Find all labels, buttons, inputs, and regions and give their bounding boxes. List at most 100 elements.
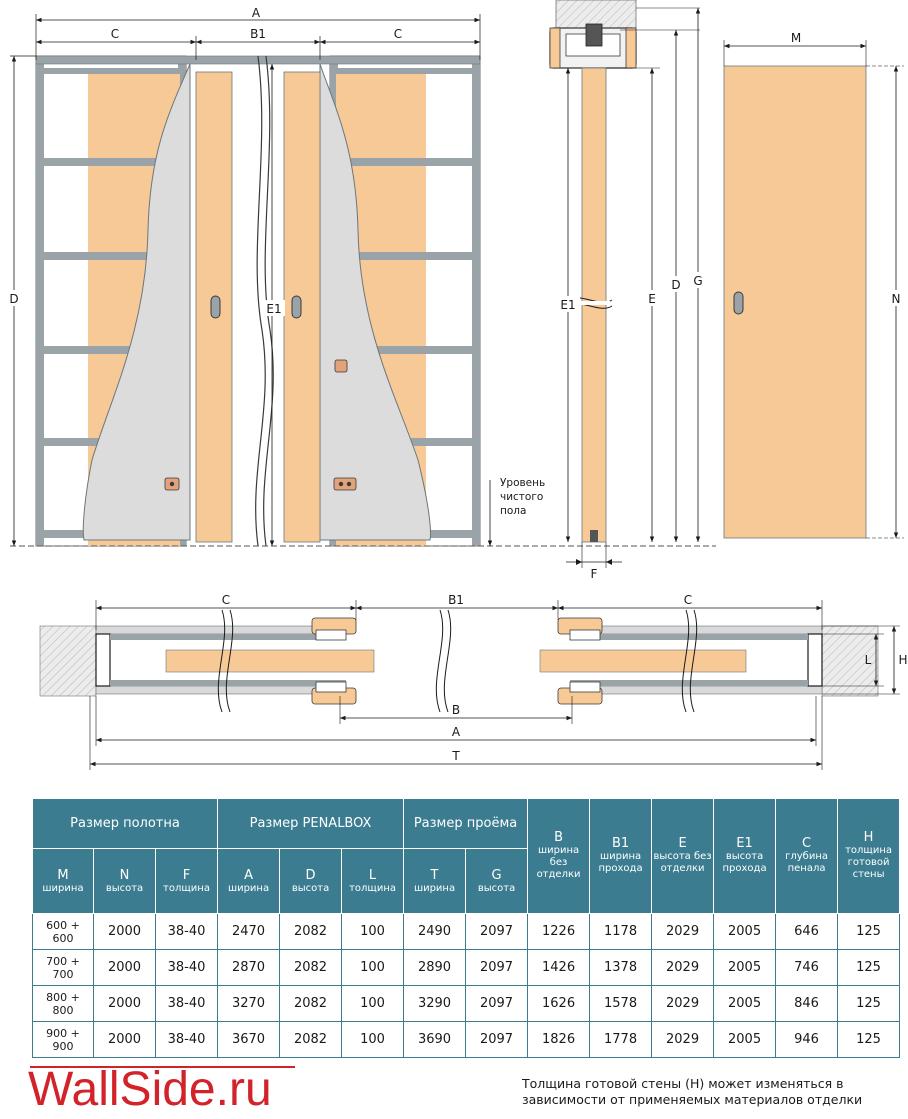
cell-f: 38-40 [154,1021,219,1058]
cell-f: 38-40 [154,985,219,1022]
cell-m: 900 +900 [32,1021,94,1058]
cell-h: 125 [837,985,901,1022]
dim-d-label: D [9,292,18,306]
cell-t: 3690 [403,1021,467,1058]
floor-note-line-1: Уровень [500,477,545,489]
cell-e: 2029 [651,985,715,1022]
leaf-handle-right [291,295,302,319]
door-leaf-right [283,71,321,543]
front-view: A C B1 C D E1 Уровень чистого пола [7,6,716,547]
cell-g: 2097 [465,913,529,950]
cell-d: 2082 [279,949,343,986]
hardware-bracket-1 [334,359,348,373]
cell-e1: 2005 [713,1021,777,1058]
cell-a: 3270 [217,985,281,1022]
dim-g-side-label: G [693,274,702,288]
technical-drawing: A C B1 C D E1 Уровень чистого пола [7,0,908,770]
cell-e1: 2005 [713,913,777,950]
cell-m: 600 +600 [32,913,94,950]
cell-l: 100 [341,913,405,950]
dim-m-label: M [791,31,801,45]
hardware-bracket-3 [333,477,357,491]
plan-a-label: A [452,725,461,739]
plan-t-label: T [451,749,460,763]
cell-l: 100 [341,949,405,986]
plan-h-label: H [898,653,907,667]
cell-f: 38-40 [154,913,219,950]
dim-e-side-label: E [648,292,656,306]
cell-e1: 2005 [713,985,777,1022]
door-leaf-left [195,71,233,543]
cell-t: 3290 [403,985,467,1022]
cell-b1: 1378 [589,949,653,986]
cell-c: 946 [775,1021,839,1058]
break-line-1 [255,55,266,547]
table-row: 600 +600 2000 38-40 2470 2082 100 2490 2… [32,913,901,950]
cell-b1: 1778 [589,1021,653,1058]
dimensions-table: Размер полотна Размер PENALBOX Размер пр… [31,798,901,1058]
cell-h: 125 [837,913,901,950]
cell-n: 2000 [93,913,156,950]
header-penalbox-size: Размер PENALBOX [217,798,405,849]
cell-h: 125 [837,949,901,986]
cell-a: 2470 [217,913,281,950]
plan-c-right-label: C [684,593,692,607]
cell-f: 38-40 [154,949,219,986]
cell-t: 2890 [403,949,467,986]
plan-b-label: B [452,703,460,717]
header-opening-size: Размер проёма [403,798,529,849]
cell-b: 1626 [527,985,591,1022]
table-row: 900 +900 2000 38-40 3670 2082 100 3690 2… [32,1021,901,1058]
cell-d: 2082 [279,985,343,1022]
cell-a: 2870 [217,949,281,986]
cell-g: 2097 [465,1021,529,1058]
cell-m: 800 +800 [32,985,94,1022]
leaf-handle-left [210,295,221,319]
dim-e1-label: E1 [266,302,281,316]
dim-c-left-label: C [111,27,119,41]
plan-leaf-right [539,649,747,673]
side-section: E1 E D G F [549,0,706,581]
cell-n: 2000 [93,985,156,1022]
plan-leaf-left [165,649,375,673]
plan-l-label: L [865,653,872,667]
header-leaf-size: Размер полотна [31,798,219,849]
panel-handle [733,291,744,315]
plan-b1-label: B1 [448,593,464,607]
hardware-bracket-2 [164,477,180,491]
cell-b: 1826 [527,1021,591,1058]
cell-b: 1426 [527,949,591,986]
dim-b1-label: B1 [250,27,266,41]
cell-b1: 1178 [589,913,653,950]
plan-c-left-label: C [222,593,230,607]
plan-view: C B1 C B A T L H [39,593,908,770]
cell-e: 2029 [651,913,715,950]
cell-g: 2097 [465,949,529,986]
floor-note-line-2: чистого [500,491,543,503]
door-panel [723,65,867,539]
dim-f-label: F [591,567,598,581]
cutaway-right [319,63,431,541]
table-row: 800 +800 2000 38-40 3270 2082 100 3290 2… [32,985,901,1022]
dim-n-label: N [892,292,901,306]
dim-d-side-label: D [671,278,680,292]
cell-l: 100 [341,1021,405,1058]
cell-b1: 1578 [589,985,653,1022]
cell-l: 100 [341,985,405,1022]
cell-e1: 2005 [713,949,777,986]
cell-n: 2000 [93,1021,156,1058]
brand-logo-text: WallSide.ru [28,1063,272,1116]
cell-g: 2097 [465,985,529,1022]
